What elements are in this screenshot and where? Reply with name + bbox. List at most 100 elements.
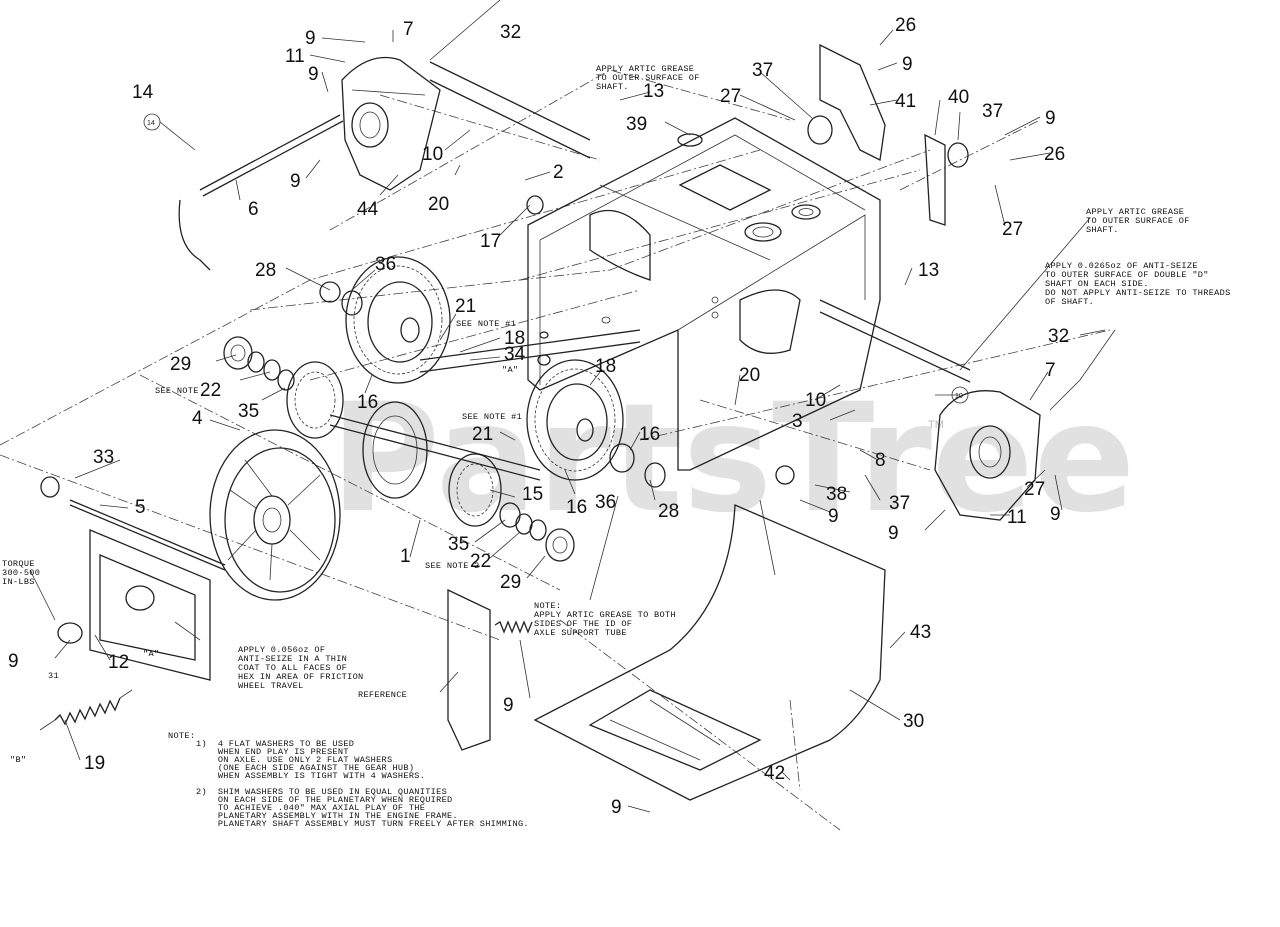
callout-27: 27 [720,86,741,107]
callout-13: 13 [643,81,664,102]
callout-37: 37 [982,101,1003,122]
callout-30: 9 [503,695,514,716]
callout-36: 36 [595,492,616,513]
reference-bracket [447,588,491,751]
callout-41: 41 [895,91,916,112]
callout-26: 26 [895,15,916,36]
torque-note-line: IN-LBS [2,577,35,587]
note-line: TO OUTER SURFACE OF [1086,216,1190,226]
callout-11: 9 [1050,504,1061,525]
callout-9: 9 [305,28,316,49]
note-line: HEX IN AREA OF FRICTION [238,672,364,682]
callout-9: 9 [902,54,913,75]
callout-9: 9 [1045,108,1056,129]
gear-right [526,359,624,481]
cover-42 [533,499,886,801]
callout-9: 9 [290,171,301,192]
callout-14-circle [143,113,161,131]
partstree-watermark: PartsTree TM [330,372,1135,546]
note-line: APPLY ARTIC GREASE [1086,207,1184,217]
callout-26: 26 [1044,144,1065,165]
callout-12: 9 [8,651,19,672]
callout-6: 6 [248,199,259,220]
note-line: 2) SHIM WASHERS TO BE USED IN EQUAL QUAN… [196,787,447,797]
callout-28: 28 [658,501,679,522]
note-line: SHAFT ON EACH SIDE. [1045,279,1149,289]
callout-16: 16 [639,424,660,445]
planetary-assembly [286,361,502,527]
callout-21: 21 [455,296,476,317]
callout-10-circle [951,386,969,404]
note-line: WHEEL TRAVEL [238,681,304,691]
callout-35: 35 [448,534,469,555]
callout-10: 10 [422,144,443,165]
note-line: WHEN ASSEMBLY IS TIGHT WITH 4 WASHERS. [196,771,425,781]
watermark-tm: TM [928,419,944,431]
callout-40: 40 [948,87,969,108]
spring-31 [39,689,133,731]
callout-29: 29 [500,572,521,593]
callout-a-label: 31 [48,671,59,681]
callout-1: 1 [400,546,411,567]
callout-31: 19 [84,753,105,774]
note-line: TO OUTER SURFACE OF [596,73,700,83]
note-line: COAT TO ALL FACES OF [238,663,347,673]
left-transmission-case [341,56,441,191]
note-line: TO ACHIEVE .040" MAX AXIAL PLAY OF THE [196,803,425,813]
callout-see-note-2: SEE NOTE 2 [425,561,480,571]
callout-29: 29 [170,354,191,375]
callout-9: 37 [889,493,910,514]
callout-39: 39 [626,114,647,135]
right-transmission-case [934,390,1041,521]
callout-18: 18 [504,328,525,349]
callout-20: 3 [792,411,803,432]
callout-28: 28 [255,260,276,281]
callout-36: 36 [375,254,396,275]
callout-9: 9 [308,64,319,85]
callout-21: 21 [472,424,493,445]
callout-27: 27 [1002,219,1023,240]
part-number-callouts: 9 7 32 11 9 14 10 2 6 9 44 20 17 28 36 2… [8,15,1069,818]
friction-wheel [209,429,341,601]
callout-32: 32 [500,22,521,43]
callout-22: 22 [470,551,491,572]
callout-9: 11 [1007,507,1027,528]
note-line: APPLY ARTIC GREASE TO BOTH [534,610,676,620]
callout-10-circle-text: 10 [955,393,963,400]
callout-16: 16 [566,497,587,518]
callout-35: 35 [238,401,259,422]
callout-11: 11 [285,46,305,67]
note-line: NOTE: [534,601,561,611]
leader-lines [29,29,1106,813]
cable-32 [429,0,1116,411]
engine-frame [527,117,881,471]
torque-note-line: 300-500 [2,568,40,578]
note-line: ON EACH SIDE OF THE PLANETARY WHEN REQUI… [196,795,452,805]
note-anti-seize-hex: APPLY 0.056oz OF ANTI-SEIZE IN A THIN CO… [238,645,364,691]
spring-30 [494,620,533,634]
callout-b-label: "A" [143,649,159,659]
bracket-41 [819,43,886,161]
callout-2: 2 [553,162,564,183]
callout-38: 8 [875,450,886,471]
note-line: ANTI-SEIZE IN A THIN [238,654,347,664]
note-line: 1) 4 FLAT WASHERS TO BE USED [196,739,354,749]
note-line: PLANETARY SHAFT ASSEMBLY MUST TURN FREEL… [196,819,529,829]
callout-18: 18 [595,356,616,377]
callout-37: 38 [826,484,847,505]
callout-14: 14 [132,82,154,103]
callout-17: 17 [480,231,501,252]
note-line: NOTE: [168,731,195,741]
callout-20: 20 [428,194,449,215]
callout-43: 9 [888,523,899,544]
note-line: APPLY 0.0265oz OF ANTI-SEIZE [1045,261,1198,271]
note-grease-shaft-right: APPLY ARTIC GREASE TO OUTER SURFACE OF S… [1086,207,1190,235]
callout-see-note-1: SEE NOTE #1 [456,319,516,329]
callout-9: 42 [764,763,785,784]
gear-left [345,256,451,384]
note-line: APPLY 0.056oz OF [238,645,325,655]
callout-37: 37 [752,60,773,81]
note-line: AXLE SUPPORT TUBE [534,628,627,638]
note-line: (ONE EACH SIDE AGAINST THE GEAR HUB) [196,763,414,773]
